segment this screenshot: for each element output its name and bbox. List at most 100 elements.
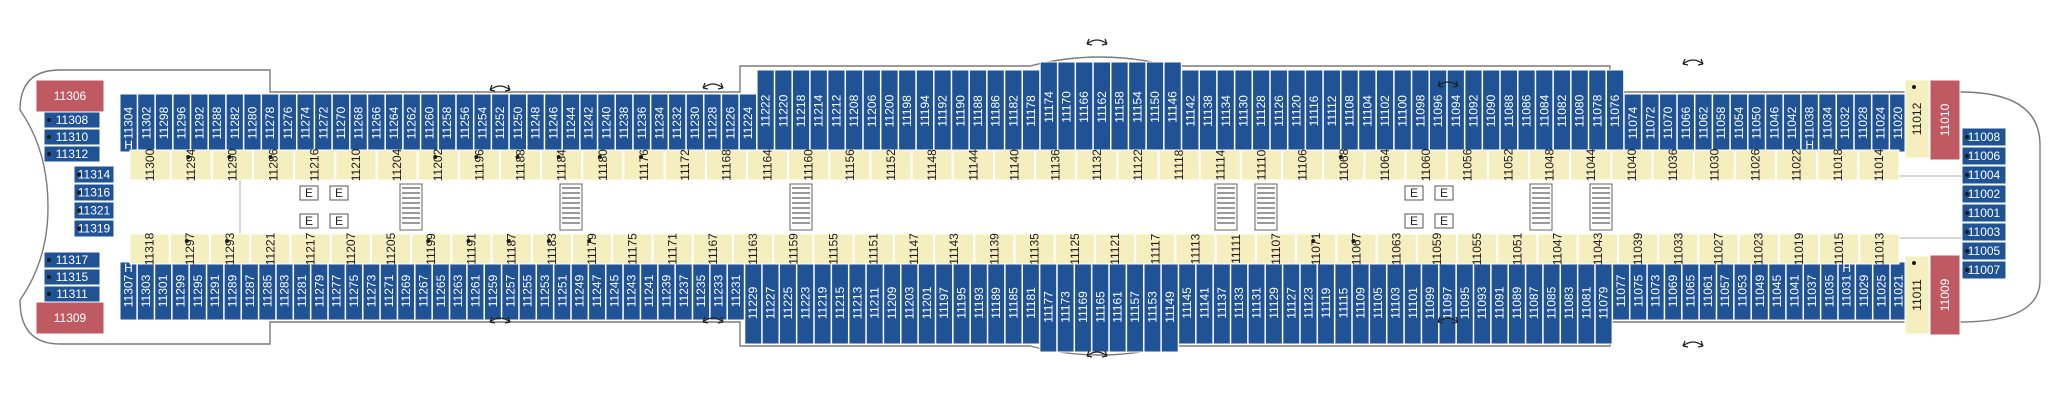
cabin-11223[interactable]: 11223 — [796, 261, 815, 345]
cabin-11250[interactable]: 11250 — [508, 93, 528, 153]
cabin-11149[interactable]: 11149 — [1160, 261, 1179, 353]
cabin-11033[interactable]: 11033 — [1658, 232, 1699, 265]
cabin-11235[interactable]: 11235 — [692, 261, 711, 321]
cabin-11253[interactable]: 11253 — [536, 261, 554, 321]
cabin-11022[interactable]: 11022 — [1776, 148, 1818, 181]
cabin-11267[interactable]: 11267 — [414, 261, 433, 321]
cabin-11084[interactable]: 11084 — [1535, 69, 1554, 153]
cabin-11189[interactable]: 11189 — [987, 261, 1006, 345]
cabin-11139[interactable]: 11139 — [974, 233, 1015, 265]
cabin-11019[interactable]: 11019 — [1778, 232, 1820, 265]
cabin-11153[interactable]: 11153 — [1143, 261, 1162, 353]
cabin-11044[interactable]: 11044 — [1570, 148, 1612, 181]
cabin-11227[interactable]: 11227 — [761, 261, 780, 345]
cabin-11089[interactable]: 11089 — [1507, 261, 1526, 345]
cabin-11115[interactable]: 11115 — [1334, 261, 1353, 345]
cabin-11050[interactable]: 11050 — [1747, 93, 1766, 153]
cabin-11049[interactable]: 11049 — [1750, 261, 1769, 321]
cabin-11229[interactable]: 11229 — [744, 261, 763, 345]
cabin-11301[interactable]: 11301 — [154, 261, 173, 321]
cabin-11052[interactable]: 11052 — [1487, 148, 1530, 181]
cabin-11120[interactable]: 11120 — [1287, 69, 1306, 153]
cabin-11206[interactable]: 11206 — [862, 69, 881, 153]
cabin-11176[interactable]: 11176 — [623, 149, 665, 181]
cabin-11186[interactable]: 11186 — [986, 69, 1005, 153]
cabin-11082[interactable]: 11082 — [1552, 69, 1572, 153]
cabin-11183[interactable]: 11183 — [531, 233, 572, 265]
cabin-11287[interactable]: 11287 — [240, 261, 259, 321]
cabin-11081[interactable]: 11081 — [1577, 261, 1596, 345]
cabin-11007[interactable]: 11007 — [1961, 260, 2007, 280]
cabin-11288[interactable]: 11288 — [207, 93, 227, 153]
cabin-11174[interactable]: 11174 — [1039, 61, 1058, 153]
cabin-11112[interactable]: 11112 — [1322, 69, 1342, 153]
cabin-11127[interactable]: 11127 — [1282, 261, 1301, 345]
cabin-11136[interactable]: 11136 — [1035, 149, 1077, 181]
cabin-11071[interactable]: 11071 — [1296, 232, 1337, 265]
cabin-11268[interactable]: 11268 — [349, 93, 368, 153]
cabin-11047[interactable]: 11047 — [1537, 232, 1578, 265]
cabin-11023[interactable]: 11023 — [1738, 232, 1779, 265]
cabin-11066[interactable]: 11066 — [1676, 93, 1695, 153]
cabin-11099[interactable]: 11099 — [1421, 261, 1440, 345]
cabin-11290[interactable]: 11290 — [211, 148, 253, 181]
cabin-11107[interactable]: 11107 — [1255, 233, 1297, 265]
cabin-11194[interactable]: 11194 — [915, 69, 935, 153]
cabin-11156[interactable]: 11156 — [829, 149, 871, 181]
cabin-11001[interactable]: 11001 — [1961, 203, 2007, 223]
cabin-11046[interactable]: 11046 — [1765, 93, 1784, 153]
cabin-11051[interactable]: 11051 — [1497, 232, 1538, 265]
cabin-11013[interactable]: 11013 — [1859, 232, 1900, 265]
cabin-11198[interactable]: 11198 — [898, 69, 917, 153]
cabin-11121[interactable]: 11121 — [1094, 233, 1136, 265]
cabin-11150[interactable]: 11150 — [1145, 61, 1165, 153]
cabin-11303[interactable]: 11303 — [136, 261, 155, 321]
cabin-11055[interactable]: 11055 — [1457, 232, 1498, 265]
cabin-11092[interactable]: 11092 — [1464, 69, 1483, 153]
cabin-11160[interactable]: 11160 — [788, 149, 830, 181]
cabin-11164[interactable]: 11164 — [746, 149, 789, 181]
cabin-11168[interactable]: 11168 — [705, 149, 747, 181]
cabin-11065[interactable]: 11065 — [1681, 261, 1700, 321]
cabin-11039[interactable]: 11039 — [1617, 232, 1659, 265]
cabin-11087[interactable]: 11087 — [1525, 261, 1544, 345]
cabin-11096[interactable]: 11096 — [1429, 69, 1448, 153]
cabin-11111[interactable]: 11111 — [1215, 233, 1256, 265]
cabin-11224[interactable]: 11224 — [738, 93, 758, 153]
cabin-11043[interactable]: 11043 — [1577, 232, 1618, 265]
cabin-11079[interactable]: 11079 — [1594, 261, 1613, 345]
cabin-11249[interactable]: 11249 — [570, 261, 589, 321]
cabin-11292[interactable]: 11292 — [190, 93, 209, 153]
cabin-11203[interactable]: 11203 — [900, 261, 919, 345]
cabin-11036[interactable]: 11036 — [1652, 148, 1694, 181]
cabin-11158[interactable]: 11158 — [1110, 61, 1129, 153]
cabin-11141[interactable]: 11141 — [1195, 261, 1214, 345]
cabin-11140[interactable]: 11140 — [993, 149, 1036, 181]
cabin-11296[interactable]: 11296 — [172, 93, 191, 153]
cabin-11063[interactable]: 11063 — [1376, 232, 1417, 265]
cabin-11310[interactable]: 11310 — [43, 128, 101, 146]
cabin-11308[interactable]: 11308 — [43, 111, 101, 129]
cabin-11037[interactable]: 11037 — [1803, 261, 1821, 321]
cabin-11179[interactable]: 11179 — [572, 233, 613, 265]
cabin-11214[interactable]: 11214 — [809, 69, 828, 153]
cabin-11241[interactable]: 11241 — [640, 261, 659, 321]
cabin-11057[interactable]: 11057 — [1716, 261, 1735, 321]
cabin-11175[interactable]: 11175 — [612, 233, 653, 265]
cabin-11042[interactable]: 11042 — [1782, 93, 1802, 153]
cabin-11090[interactable]: 11090 — [1482, 69, 1501, 153]
cabin-11093[interactable]: 11093 — [1473, 261, 1492, 345]
cabin-11202[interactable]: 11202 — [417, 148, 459, 181]
cabin-11152[interactable]: 11152 — [870, 149, 912, 181]
cabin-11280[interactable]: 11280 — [243, 93, 262, 153]
cabin-11165[interactable]: 11165 — [1091, 261, 1110, 353]
cabin-11074[interactable]: 11074 — [1623, 93, 1642, 153]
cabin-11086[interactable]: 11086 — [1517, 69, 1536, 153]
cabin-11048[interactable]: 11048 — [1529, 148, 1571, 181]
cabin-11282[interactable]: 11282 — [225, 93, 244, 153]
cabin-11252[interactable]: 11252 — [491, 93, 510, 153]
cabin-11110[interactable]: 11110 — [1240, 149, 1283, 181]
cabin-11083[interactable]: 11083 — [1560, 261, 1578, 345]
cabin-11262[interactable]: 11262 — [402, 93, 421, 153]
